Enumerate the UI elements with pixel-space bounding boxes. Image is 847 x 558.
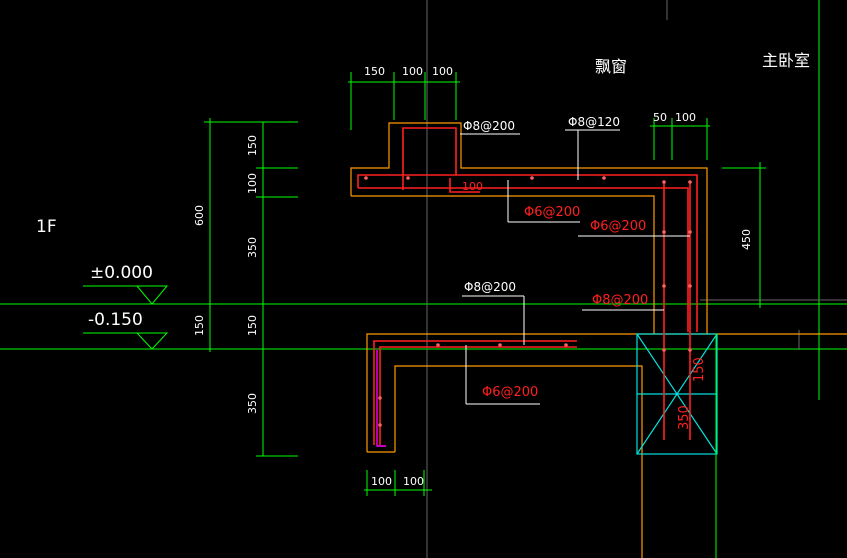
rebar-dot (662, 348, 666, 352)
floor-label: 1F (36, 217, 57, 237)
lower-slab-inner (394, 365, 643, 558)
column-dim-text: 350 (677, 405, 692, 430)
grey-axis-lines (426, 0, 847, 558)
elevation-neg-label: -0.150 (88, 310, 143, 330)
dim-text-vertical: 150 (246, 135, 259, 156)
rebar-callout: Φ6@200 (524, 205, 580, 220)
rebar-dot (378, 423, 382, 427)
reference-lines (0, 0, 847, 400)
dim-text: 50 (653, 111, 667, 124)
rebar-callout: Φ6@200 (590, 219, 646, 234)
lower-stirrup-leg (376, 350, 386, 447)
leader-lines (460, 129, 690, 405)
dim-text: 100 (432, 65, 453, 78)
upper-hook (449, 178, 480, 193)
dim-text-vertical: 450 (740, 229, 753, 250)
lower-slab-outline (366, 333, 720, 452)
slab-dim-text: 100 (462, 180, 483, 193)
rebar-dot (602, 176, 606, 180)
rebar-magenta (376, 350, 386, 447)
lower-inner-bar (379, 346, 577, 445)
rebar-dot (662, 180, 666, 184)
rebar-dot (364, 176, 368, 180)
elev-symbol-0 (83, 285, 169, 305)
upper-slab-inner (351, 195, 655, 334)
rebar-dot (688, 230, 692, 234)
elevation-0-label: ±0.000 (90, 263, 153, 283)
lower-main-bar (373, 340, 577, 445)
dim-text: 100 (675, 111, 696, 124)
rebar-dot (498, 343, 502, 347)
upper-stirrup (402, 127, 457, 190)
rebar (357, 127, 698, 445)
elev-symbol-neg (83, 332, 169, 350)
rebar-callout: Φ6@200 (482, 385, 538, 400)
rebar-dot (436, 343, 440, 347)
upper-slab-outline (350, 122, 708, 334)
rebar-callout: Φ8@120 (568, 115, 620, 129)
rebar-dot (688, 348, 692, 352)
column-dim-text: 150 (692, 357, 707, 382)
dim-text: 100 (371, 475, 392, 488)
bay-window-label: 飘窗 (595, 57, 627, 76)
dim-text-vertical: 150 (193, 315, 206, 336)
rebar-dot (688, 180, 692, 184)
rebar-dot (530, 176, 534, 180)
rebar-dots (364, 176, 692, 427)
rebar-dot (406, 176, 410, 180)
rebar-callout: Φ8@200 (463, 119, 515, 133)
dim-text-vertical: 350 (246, 237, 259, 258)
dim-text: 150 (364, 65, 385, 78)
upper-main-bar (357, 174, 698, 332)
rebar-dot (662, 284, 666, 288)
rebar-dot (564, 343, 568, 347)
dimension-lines (204, 72, 766, 558)
dim-text: 100 (402, 65, 423, 78)
dim-text: 100 (403, 475, 424, 488)
rebar-dot (688, 284, 692, 288)
rebar-callout: Φ8@200 (592, 293, 648, 308)
dim-text-vertical: 100 (246, 173, 259, 194)
upper-bottom-bar (358, 187, 689, 332)
elevation-symbols (83, 285, 169, 350)
rebar-dot (378, 396, 382, 400)
rebar-dot (662, 230, 666, 234)
master-bedroom-label: 主卧室 (762, 51, 810, 70)
rebar-callout: Φ8@200 (464, 280, 516, 294)
dim-text-vertical: 350 (246, 393, 259, 414)
concrete-outlines (350, 122, 847, 558)
dim-text-vertical: 600 (193, 205, 206, 226)
column-section (636, 333, 718, 455)
dim-text-vertical: 150 (246, 315, 259, 336)
